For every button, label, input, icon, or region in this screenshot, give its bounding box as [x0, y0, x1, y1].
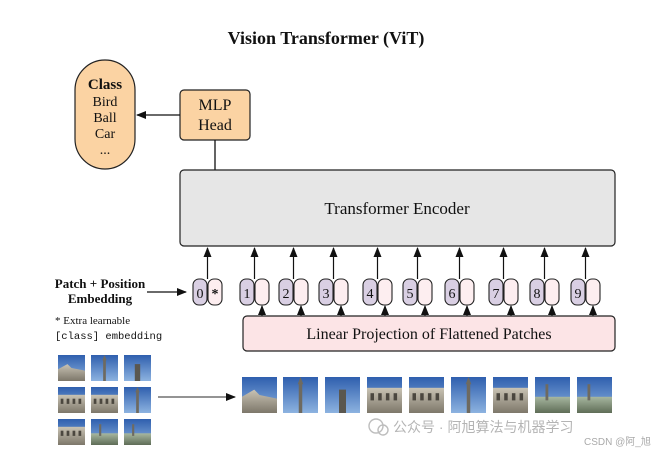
patch-embedding-3 — [333, 278, 349, 306]
source-patch-2 — [91, 355, 118, 381]
wechat-icon-inner — [377, 424, 389, 436]
token-pair-1: 1 — [239, 247, 270, 316]
token-pair-8: 8 — [529, 247, 560, 316]
position-number-2: 2 — [283, 287, 290, 302]
source-patch-7 — [58, 419, 85, 445]
patch-embedding-4 — [377, 278, 393, 306]
patch-embedding-1 — [254, 278, 270, 306]
token-pair-0: 0* — [192, 247, 223, 306]
patch-1 — [242, 377, 277, 413]
note-line2: [class] embedding — [55, 331, 162, 343]
position-number-8: 8 — [534, 287, 541, 302]
position-embedding-4 — [362, 278, 378, 306]
source-patch-9 — [124, 419, 151, 445]
patch-row — [242, 377, 612, 413]
source-patch-6 — [124, 387, 151, 413]
wechat-icon — [368, 418, 384, 434]
patch-embedding-0 — [207, 278, 223, 306]
source-patch-1 — [58, 355, 85, 381]
patch-4 — [367, 377, 402, 413]
class-heading: Class — [88, 77, 122, 93]
patch-embedding-7 — [503, 278, 519, 306]
transformer-encoder-box — [179, 169, 616, 247]
token-pair-5: 5 — [402, 247, 433, 316]
position-number-0: 0 — [197, 287, 204, 302]
position-embedding-9 — [570, 278, 586, 306]
position-embedding-7 — [488, 278, 504, 306]
source-patch-4 — [58, 387, 85, 413]
position-embedding-3 — [318, 278, 334, 306]
transformer-encoder-label: Transformer Encoder — [324, 199, 470, 218]
class-token-star: * — [212, 287, 219, 302]
position-number-3: 3 — [323, 287, 330, 302]
patch-3 — [325, 377, 360, 413]
position-number-6: 6 — [449, 287, 456, 302]
position-embedding-5 — [402, 278, 418, 306]
position-embedding-8 — [529, 278, 545, 306]
patch-7 — [493, 377, 528, 413]
position-number-5: 5 — [407, 287, 414, 302]
diagram-title: Vision Transformer (ViT) — [228, 28, 425, 49]
source-patch-5 — [91, 387, 118, 413]
token-pair-4: 4 — [362, 247, 393, 316]
position-embedding-6 — [444, 278, 460, 306]
patch-2 — [283, 377, 318, 413]
note-line1: * Extra learnable — [55, 315, 130, 327]
mlp-head-line1: MLP — [199, 97, 232, 114]
patch-8 — [535, 377, 570, 413]
position-number-9: 9 — [575, 287, 582, 302]
class-item-ellipsis: ... — [100, 143, 111, 158]
position-embedding-2 — [278, 278, 294, 306]
token-pair-9: 9 — [570, 247, 601, 316]
mlp-head-line2: Head — [198, 117, 232, 134]
embedding-label-line1: Patch + Position — [55, 276, 146, 291]
patch-embedding-9 — [585, 278, 601, 306]
patch-embedding-8 — [544, 278, 560, 306]
embedding-label-line2: Embedding — [68, 291, 133, 306]
patch-9 — [577, 377, 612, 413]
patch-embedding-2 — [293, 278, 309, 306]
position-embedding-1 — [239, 278, 255, 306]
patch-5 — [409, 377, 444, 413]
position-number-7: 7 — [493, 287, 500, 302]
position-number-4: 4 — [367, 287, 374, 302]
source-image-grid — [58, 355, 151, 445]
token-pair-7: 7 — [488, 247, 519, 316]
class-output-box — [74, 59, 136, 170]
class-item-car: Car — [95, 127, 116, 142]
watermark: 公众号 · 阿旭算法与机器学习 — [368, 418, 573, 436]
class-item-ball: Ball — [93, 111, 116, 126]
position-number-1: 1 — [244, 287, 251, 302]
token-pair-2: 2 — [278, 247, 309, 316]
token-pair-3: 3 — [318, 247, 349, 316]
source-patch-8 — [91, 419, 118, 445]
watermark-credit: CSDN @阿_旭 — [584, 436, 651, 448]
patch-6 — [451, 377, 486, 413]
watermark-account: 公众号 · 阿旭算法与机器学习 — [393, 419, 573, 435]
linear-projection-label: Linear Projection of Flattened Patches — [306, 326, 551, 343]
source-patch-3 — [124, 355, 151, 381]
position-embedding-0 — [192, 278, 208, 306]
patch-embedding-6 — [459, 278, 475, 306]
patch-embedding-5 — [417, 278, 433, 306]
token-pair-6: 6 — [444, 247, 475, 316]
linear-projection-box — [242, 315, 616, 352]
class-item-bird: Bird — [93, 95, 118, 110]
